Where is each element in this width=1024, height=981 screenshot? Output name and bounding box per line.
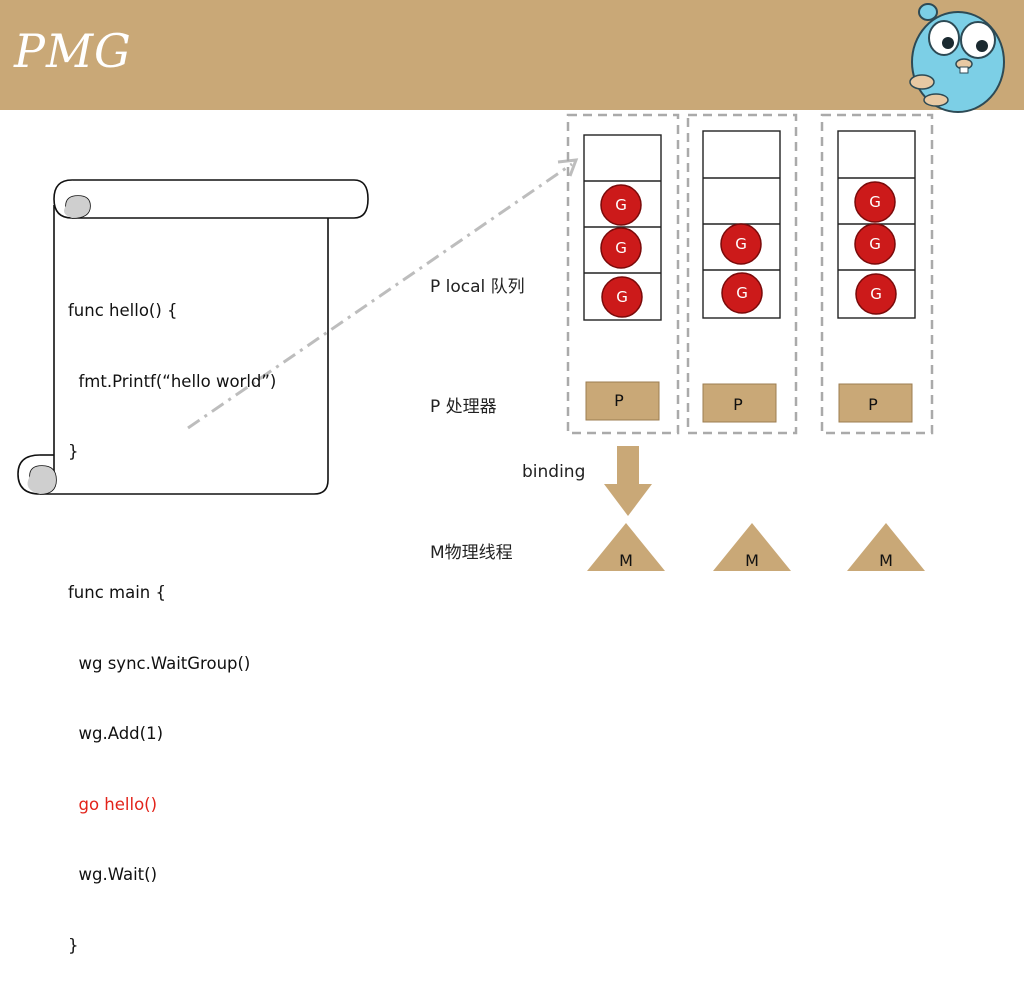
thread-triangle: M [587,523,665,571]
thread-triangle: M [847,523,925,571]
goroutine: G [721,272,763,314]
thread-label: M [745,551,759,570]
binding-arrow [604,446,652,516]
thread-label: M [879,551,893,570]
processor-label: P [614,391,624,410]
goroutine: G [855,273,897,315]
code-line: fmt.Printf(“hello world”) [68,371,277,391]
processor-label: P [733,395,743,414]
binding-label: binding [522,462,586,482]
code-line: func hello() { [68,301,178,320]
processor-label: P [868,395,878,414]
processor-group-2 [686,113,798,435]
goroutine-label: G [736,284,748,302]
code-line: wg sync.WaitGroup() [68,653,251,673]
processor-label-text: P 处理器 [430,397,497,417]
goroutine-label: G [615,196,627,214]
goroutine-label: G [616,288,628,306]
goroutine: G [600,227,642,269]
goroutine: G [720,223,762,265]
thread-triangle: M [713,523,791,571]
thread-label-text: M物理线程 [430,543,513,563]
header-bar [0,0,1024,110]
processor-box: P [838,383,913,423]
processor-box: P [585,381,660,421]
processor-group-3 [820,113,934,435]
gopher-mascot-icon [909,3,1005,113]
goroutine-label: G [615,239,627,257]
code-line: } [68,442,79,461]
code-line: wg.Add(1) [68,724,164,743]
goroutine-label: G [869,235,881,253]
goroutine-label: G [870,285,882,303]
processor-group-1 [566,113,680,435]
code-line-highlighted: go hello() [68,794,158,814]
code-line: } [68,935,79,955]
go-hello-arrow [187,158,579,430]
code-line [68,511,276,535]
pmg-diagram: G G G G G G G G P P P M M M [17,3,1005,571]
goroutine-label: G [735,235,747,253]
goroutine: G [854,181,896,223]
goroutine-label: G [869,193,881,211]
code-line: func main { [68,583,167,602]
code-line: wg.Wait() [68,865,158,884]
local-queue-label: P local 队列 [430,277,525,297]
goroutine: G [601,276,643,318]
goroutine: G [854,223,896,265]
processor-box: P [702,383,777,423]
slide-title: PMG [14,24,132,78]
code-block: func hello() { fmt.Printf(“hello world”)… [68,252,276,981]
code-scroll [17,179,369,495]
goroutine: G [600,184,642,226]
thread-label: M [619,551,633,570]
